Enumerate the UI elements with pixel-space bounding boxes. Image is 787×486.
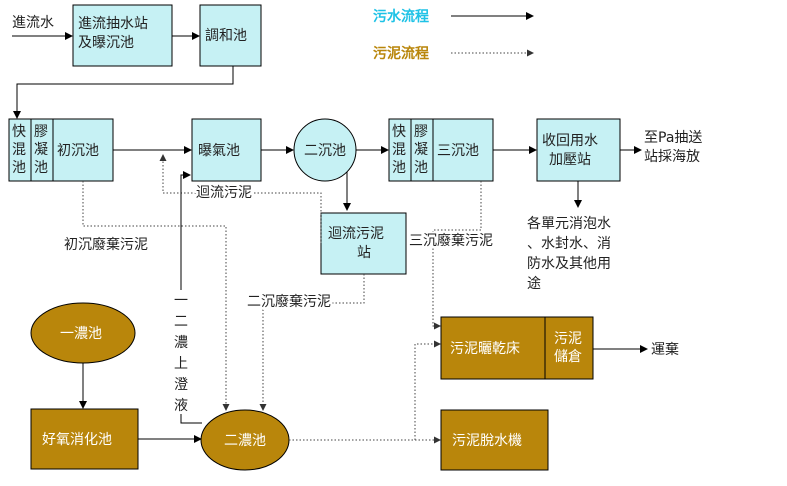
primary-clarifier-label: 初沉池 <box>57 142 99 159</box>
aerobic-digester <box>30 408 139 470</box>
return-sludge-station-label-2: 站 <box>357 245 371 261</box>
legend-sludge-label: 污泥流程 <box>373 45 429 62</box>
sludge-dewatering-machine-label: 污泥脫水機 <box>452 433 522 449</box>
coagulation-tank-2-char-1: 膠 <box>414 124 428 140</box>
tertiary-waste-sludge-line <box>432 181 482 330</box>
equalization-tank-label: 調和池 <box>205 28 247 44</box>
supernatant-char-5: 澄 <box>174 377 188 393</box>
quick-mix-tank-2-char-1: 快 <box>392 124 406 140</box>
supernatant-char-1: 一 <box>174 293 188 309</box>
coagulation-tank-1-char-2: 凝 <box>34 142 48 158</box>
reclaimed-water-pump-station-label-1: 收回用水 <box>542 133 598 149</box>
quick-mix-tank-1-char-2: 混 <box>12 142 26 158</box>
legend-sewage-label: 污水流程 <box>373 8 429 25</box>
disposal-label: 運棄 <box>651 342 679 358</box>
quick-mix-tank-1-char-3: 池 <box>12 160 26 176</box>
quick-mix-tank-1-char-1: 快 <box>12 124 26 140</box>
outfall-label-1: 至Pa抽送 <box>644 130 702 146</box>
reuse-label-4: 途 <box>527 275 541 292</box>
coagulation-tank-1-char-3: 池 <box>34 160 48 176</box>
return-sludge-station <box>320 212 407 275</box>
thickener2-to-drying-bed-line <box>289 340 441 441</box>
sludge-storage-silo-label-2: 儲倉 <box>554 349 582 365</box>
aeration-tank <box>191 118 262 182</box>
coagulation-tank-2-char-2: 凝 <box>414 142 428 158</box>
secondary-waste-sludge-line <box>259 274 365 411</box>
supernatant-label: 一 二 濃 上 澄 液 <box>172 290 190 414</box>
secondary-clarifier-label: 二沉池 <box>304 143 346 159</box>
tertiary-clarifier-label: 三沉池 <box>437 143 479 159</box>
primary-thickener-label: 一濃池 <box>60 326 102 342</box>
equalization-to-quickmix-line <box>13 66 234 119</box>
coagulation-tank-2-char-3: 池 <box>414 160 428 176</box>
reuse-label-1: 各單元消泡水 <box>527 216 611 232</box>
reclaimed-water-pump-station <box>536 118 621 182</box>
return-sludge-station-label-1: 迴流污泥 <box>328 226 384 242</box>
return-sludge-label: 迴流污泥 <box>196 185 252 201</box>
sludge-drying-bed <box>440 316 546 380</box>
inflow-label: 進流水 <box>12 15 54 31</box>
influent-pump-station-label-1: 進流抽水站 <box>78 16 148 32</box>
aerobic-digester-label: 好氧消化池 <box>42 432 112 448</box>
supernatant-char-6: 液 <box>174 398 188 414</box>
return-sludge-line <box>159 154 322 243</box>
reuse-label-3: 防水及其他用 <box>527 256 611 272</box>
tertiary-waste-sludge-label: 三沉廢棄污泥 <box>409 232 493 249</box>
quick-mix-tank-2-char-2: 混 <box>392 142 406 158</box>
secondary-waste-sludge-label: 二沉廢棄污泥 <box>247 293 331 310</box>
reclaimed-water-pump-station-label-2: 加壓站 <box>549 152 591 168</box>
sludge-dewatering-machine <box>440 409 549 471</box>
primary-waste-sludge-line <box>82 181 230 411</box>
primary-waste-sludge-label: 初沉廢棄污泥 <box>64 236 148 253</box>
supernatant-char-4: 上 <box>174 356 188 372</box>
aeration-tank-label: 曝氣池 <box>198 143 240 159</box>
sludge-drying-bed-label: 污泥曬乾床 <box>450 341 520 357</box>
coagulation-tank-1-char-1: 膠 <box>34 124 48 140</box>
influent-pump-station-label-2: 及曝沉池 <box>78 35 134 51</box>
influent-pump-station <box>72 4 173 67</box>
quick-mix-tank-2-char-3: 池 <box>392 160 406 176</box>
tertiary-clarifier <box>432 118 494 182</box>
sludge-storage-silo <box>544 316 594 380</box>
outfall-label-2: 站採海放 <box>644 149 700 165</box>
secondary-thickener-label: 二濃池 <box>224 433 266 449</box>
legend: 污水流程 污泥流程 <box>373 8 534 62</box>
sludge-storage-silo-label-1: 污泥 <box>554 331 582 347</box>
supernatant-char-3: 濃 <box>174 335 188 351</box>
equalization-tank <box>199 4 262 67</box>
supernatant-char-2: 二 <box>174 314 188 330</box>
reuse-label-2: 、水封水、消 <box>527 236 611 252</box>
